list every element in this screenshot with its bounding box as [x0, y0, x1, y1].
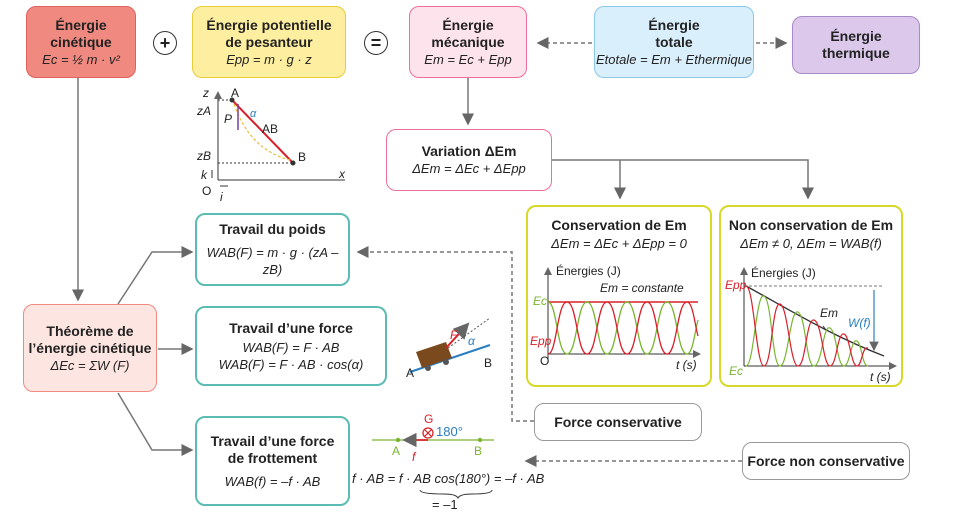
- potential-energy-box: Énergie potentielle de pesanteur Epp = m…: [192, 6, 346, 78]
- friction-f: f: [412, 450, 416, 464]
- weight-za: zA: [197, 104, 212, 118]
- arrow-conservative-to-weight: [356, 246, 534, 422]
- plus-operator: +: [153, 31, 177, 55]
- work-weight-box: Travail du poids WAB(F) = m · g · (zA – …: [195, 213, 350, 286]
- variation-title: Variation ΔEm: [421, 143, 517, 159]
- conservation-curve-label: Em = constante: [600, 281, 684, 295]
- weight-axis-x: x: [339, 167, 345, 181]
- variation-formula: ΔEm = ΔEc + ΔEpp: [412, 161, 526, 176]
- conservation-ylabel: Énergies (J): [556, 264, 621, 278]
- mechanical-energy-box: Énergie mécanique Em = Ec + Epp: [409, 6, 527, 78]
- kinetic-title-2: cinétique: [50, 33, 112, 50]
- kinetic-title-1: Énergie: [55, 16, 107, 33]
- total-formula: Etotale = Em + Ethermique: [595, 51, 753, 67]
- weight-vector-ab: AB: [262, 122, 279, 136]
- friction-equation-sub: = –1: [432, 497, 458, 512]
- weight-axis-z: z: [203, 86, 209, 100]
- work-weight-title: Travail du poids: [219, 221, 326, 237]
- thermal-energy-box: Énergie thermique: [792, 16, 920, 74]
- variation-box: Variation ΔEm ΔEm = ΔEc + ΔEpp: [386, 129, 552, 191]
- conservation-xlabel: t (s): [676, 358, 697, 372]
- theorem-title-2: l’énergie cinétique: [28, 339, 152, 356]
- conservation-origin: O: [540, 354, 550, 368]
- potential-title-2: de pesanteur: [225, 33, 313, 50]
- total-energy-box: Énergie totale Etotale = Em + Ethermique: [594, 6, 754, 78]
- work-force-formula-1: WAB(F) = F · AB: [242, 339, 340, 355]
- work-force-box: Travail d’une force WAB(F) = F · AB WAB(…: [195, 306, 387, 386]
- total-title-2: totale: [655, 33, 693, 50]
- weight-vector-p: P: [224, 112, 233, 126]
- mechanical-title-2: mécanique: [431, 33, 505, 50]
- non-conservation-box: Non conservation de Em ΔEm ≠ 0, ΔEm = WA…: [719, 205, 903, 387]
- weight-point-b: B: [298, 150, 307, 164]
- force-vector-f: F: [450, 328, 458, 342]
- non-conservation-ec-label: Ec: [729, 364, 744, 378]
- conservation-title: Conservation de Em: [551, 217, 687, 233]
- mechanical-title-1: Énergie: [442, 16, 494, 33]
- non-conservation-ylabel: Énergies (J): [751, 266, 816, 280]
- conservation-ec-label: Ec: [533, 294, 548, 308]
- mechanical-formula: Em = Ec + Epp: [424, 51, 512, 67]
- thermal-title-2: thermique: [822, 45, 890, 61]
- force-point-a: A: [406, 366, 415, 380]
- work-friction-title-2: de frottement: [227, 449, 318, 466]
- force-non-conservative-box: Force non conservative: [742, 442, 910, 480]
- force-point-b: B: [484, 356, 493, 370]
- friction-angle: 180°: [436, 424, 463, 439]
- conservation-box: Conservation de Em ΔEm = ΔEc + ΔEpp = 0: [526, 205, 712, 387]
- total-title-1: Énergie: [648, 16, 700, 33]
- kinetic-formula: Ec = ½ m · v²: [42, 51, 120, 67]
- arrow-theorem-to-friction: [117, 392, 194, 456]
- force-conservative-box: Force conservative: [534, 403, 702, 441]
- potential-formula: Epp = m · g · z: [226, 51, 312, 67]
- thermal-title-1: Énergie: [830, 28, 882, 44]
- conservation-epp-label: Epp: [530, 334, 552, 348]
- equals-operator: =: [364, 31, 388, 55]
- weight-point-a: A: [231, 86, 240, 100]
- theorem-formula: ΔEc = ΣW (F): [50, 357, 130, 373]
- friction-point-b: B: [474, 444, 483, 458]
- friction-equation: f · AB = f · AB cos(180°) = –f · AB: [352, 471, 545, 486]
- weight-k: k: [201, 168, 207, 182]
- non-conservation-work-label: W(f): [848, 316, 871, 330]
- kinetic-energy-box: Énergie cinétique Ec = ½ m · v²: [26, 6, 136, 78]
- force-conservative-label: Force conservative: [554, 413, 682, 430]
- friction-g: G: [424, 412, 434, 426]
- theorem-title-1: Théorème de: [46, 322, 134, 339]
- arrow-theorem-to-weight: [117, 246, 194, 305]
- non-conservation-formula: ΔEm ≠ 0, ΔEm = WAB(f): [740, 236, 882, 251]
- potential-title-1: Énergie potentielle: [206, 16, 332, 33]
- force-alpha: α: [468, 334, 475, 348]
- theorem-box: Théorème de l’énergie cinétique ΔEc = ΣW…: [23, 304, 157, 392]
- work-friction-box: Travail d’une force de frottement WAB(f)…: [195, 416, 350, 506]
- work-friction-formula: WAB(f) = –f · AB: [224, 473, 321, 489]
- arrow-variation-branches: [552, 159, 814, 200]
- non-conservation-title: Non conservation de Em: [728, 217, 894, 233]
- non-conservation-epp-label: Epp: [725, 278, 747, 292]
- weight-alpha: α: [250, 108, 257, 120]
- non-conservation-xlabel: t (s): [870, 370, 891, 384]
- work-force-title: Travail d’une force: [229, 319, 353, 336]
- force-non-conservative-label: Force non conservative: [747, 452, 905, 469]
- work-force-formula-2: WAB(F) = F · AB · cos(α): [218, 356, 364, 372]
- non-conservation-em-label: Em: [820, 306, 838, 320]
- weight-zb: zB: [197, 149, 212, 163]
- work-friction-title-1: Travail d’une force: [210, 432, 335, 449]
- work-weight-formula: WAB(F) = m · g · (zA – zB): [206, 245, 339, 277]
- weight-origin: O: [202, 184, 212, 198]
- conservation-formula: ΔEm = ΔEc + ΔEpp = 0: [551, 236, 687, 251]
- weight-i: i: [220, 190, 223, 204]
- friction-point-a: A: [392, 444, 401, 458]
